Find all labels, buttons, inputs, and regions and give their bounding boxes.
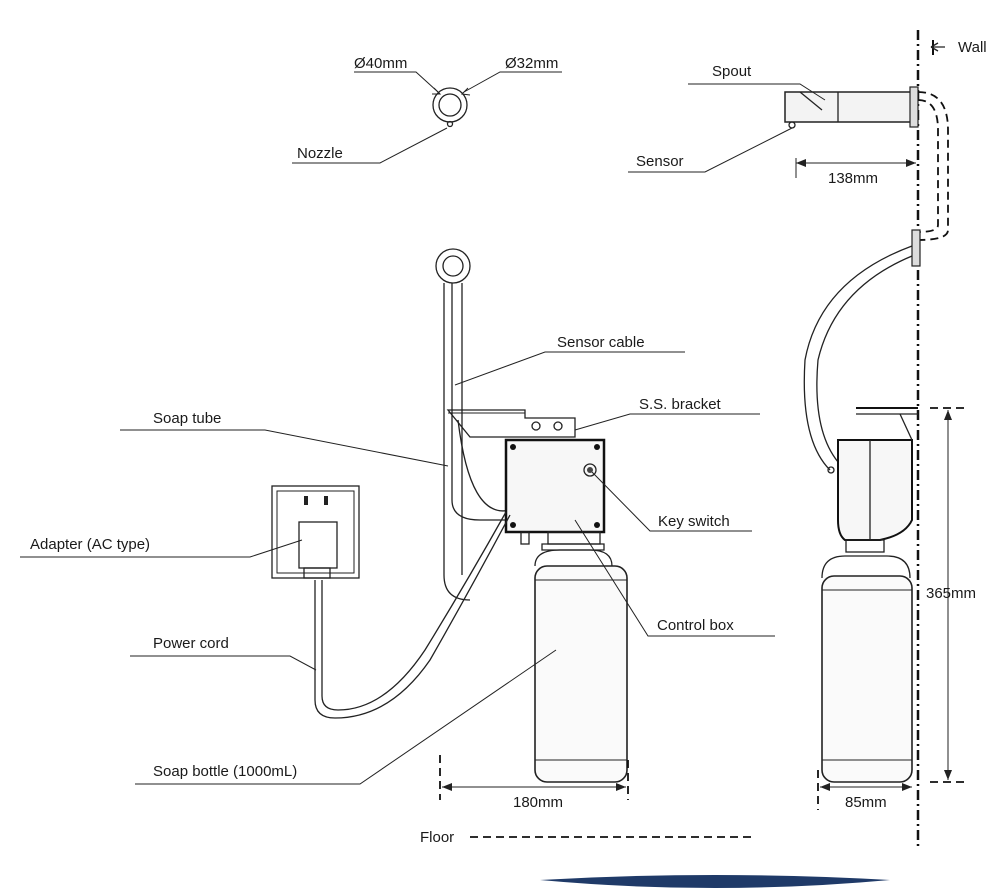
dia-40-label: Ø40mm [354,55,407,72]
left-assembly [314,248,628,783]
power-cord-leader [130,655,317,671]
wall-line [916,30,945,850]
spout-assembly [784,86,949,241]
power-cord-label: Power cord [153,635,229,652]
key-switch-leader [591,471,752,532]
side-view-assembly [803,229,921,783]
nozzle-detail [292,71,562,164]
dim-138-label: 138mm [828,170,878,187]
dim-85-label: 85mm [845,794,887,811]
soap-tube-label: Soap tube [153,410,221,427]
control-box-leader [574,519,775,637]
control-box-label: Control box [657,617,734,634]
dim-365-label: 365mm [926,585,976,602]
sensor-cable-label: Sensor cable [557,334,645,351]
ss-bracket-leader [574,413,760,431]
dim-365mm [930,407,966,783]
dim-138mm [795,158,916,178]
dim-180-label: 180mm [513,794,563,811]
dia-32-label: Ø32mm [505,55,558,72]
adapter-label: Adapter (AC type) [30,536,150,553]
sensor-cable-leader [454,351,685,386]
dim-180mm [439,755,629,800]
footer-swoosh [540,875,890,888]
nozzle-label: Nozzle [297,145,343,162]
sensor-label: Sensor [636,153,684,170]
wall-label: Wall [958,39,987,56]
key-switch-label: Key switch [658,513,730,530]
spout-leader [688,83,826,101]
soap-tube-leader [120,429,449,467]
floor-label: Floor [420,829,454,846]
soap-bottle-label: Soap bottle (1000mL) [153,763,297,780]
spout-label: Spout [712,63,752,80]
adapter-leader [20,539,303,558]
ss-bracket-label: S.S. bracket [639,396,722,413]
soap-bottle-leader [135,649,557,785]
dim-85mm [817,770,912,810]
adapter [271,485,360,579]
sensor-leader [628,127,793,173]
